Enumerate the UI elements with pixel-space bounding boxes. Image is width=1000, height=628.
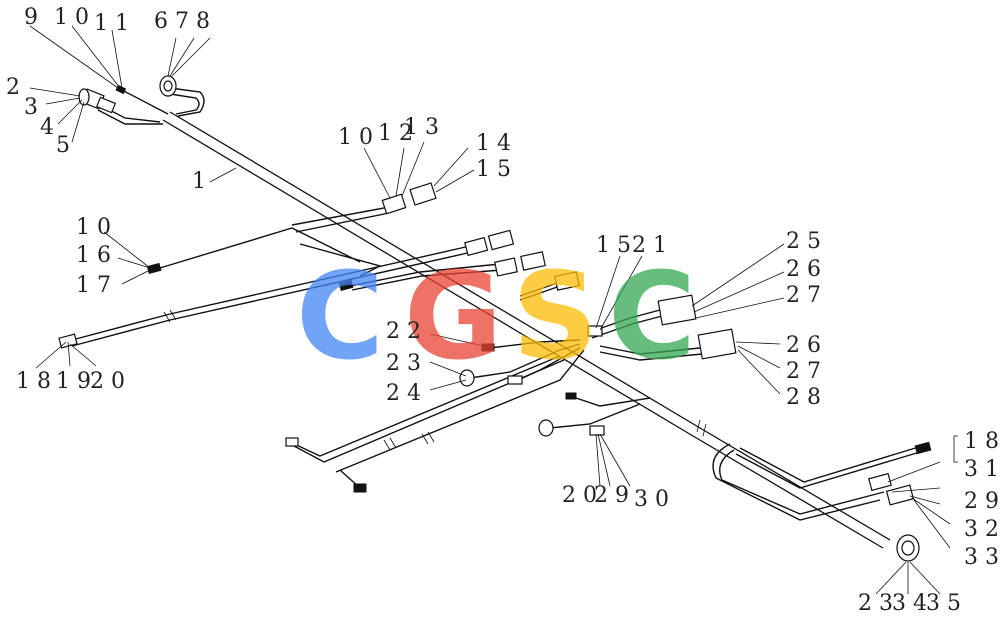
callout-label: 10 — [76, 215, 118, 240]
callout-label: 9 — [24, 5, 45, 30]
connector-small-terminal — [115, 84, 127, 95]
callout-label: 15 — [596, 233, 638, 258]
callout-label: 16 — [76, 243, 118, 268]
callout-label: 24 — [386, 381, 428, 406]
callout-label: 1 — [192, 169, 213, 194]
callout-label: 5 — [56, 133, 77, 158]
callout-label: 27 — [786, 283, 828, 308]
callout-label: 31 — [964, 457, 1000, 482]
branch-middle-connectors — [338, 251, 580, 301]
callout-label: 10 — [338, 125, 380, 150]
callout-label: 34 — [892, 591, 934, 616]
callout-label: 33 — [964, 545, 1000, 570]
main-harness-trunk — [162, 111, 891, 549]
callout-label: 14 — [476, 131, 518, 156]
callout-label: 18 — [16, 369, 58, 394]
callout-label: 28 — [786, 385, 828, 410]
branch-center-sensors — [538, 392, 651, 437]
watermark-letter-c2: C — [608, 248, 696, 387]
callout-label: 3 — [24, 95, 45, 120]
callout-label: 11 — [94, 11, 136, 36]
callout-label: 12 — [378, 121, 420, 146]
callout-label: 29 — [964, 489, 1000, 514]
callout-label: 22 — [386, 319, 428, 344]
watermark-letter-s: S — [512, 248, 598, 387]
callout-label: 30 — [634, 487, 676, 512]
branch-lower-left — [58, 229, 515, 349]
callout-label: 2 — [6, 75, 27, 100]
callout-label: 20 — [562, 483, 604, 508]
watermark-logo: C G S C — [296, 248, 696, 387]
callout-label: 678 — [154, 9, 217, 34]
callout-label: 21 — [632, 233, 674, 258]
callout-label: 27 — [786, 359, 828, 384]
callout-labels: 9 10 11 678 2 3 4 5 10 12 13 14 15 1 10 … — [6, 5, 1000, 616]
callout-label: 26 — [786, 257, 828, 282]
callout-label: 23 — [858, 591, 900, 616]
callout-label: 15 — [476, 157, 518, 182]
branch-upper-middle — [146, 182, 437, 277]
callout-label: 32 — [964, 517, 1000, 542]
callout-label: 19 — [56, 369, 98, 394]
callout-label: 20 — [90, 369, 132, 394]
callout-label: 35 — [926, 591, 968, 616]
branch-right-connectors — [587, 294, 737, 361]
callout-label: 26 — [786, 333, 828, 358]
branch-bottom-right — [712, 441, 932, 562]
watermark-letter-g: G — [404, 248, 503, 387]
leader-lines — [29, 25, 958, 595]
callout-label: 17 — [76, 273, 118, 298]
callout-label: 10 — [54, 5, 96, 30]
callout-label: 4 — [40, 115, 61, 140]
callout-label: 25 — [786, 229, 828, 254]
watermark-letter-c1: C — [296, 248, 384, 387]
callout-label: 23 — [386, 351, 428, 376]
connector-top-left-plug — [78, 88, 117, 114]
branch-lower-middle — [285, 339, 585, 493]
callout-label: 18 — [964, 429, 1000, 454]
connector-round-socket-top — [159, 75, 177, 97]
callout-label: 13 — [404, 115, 446, 140]
callout-label: 29 — [594, 483, 636, 508]
